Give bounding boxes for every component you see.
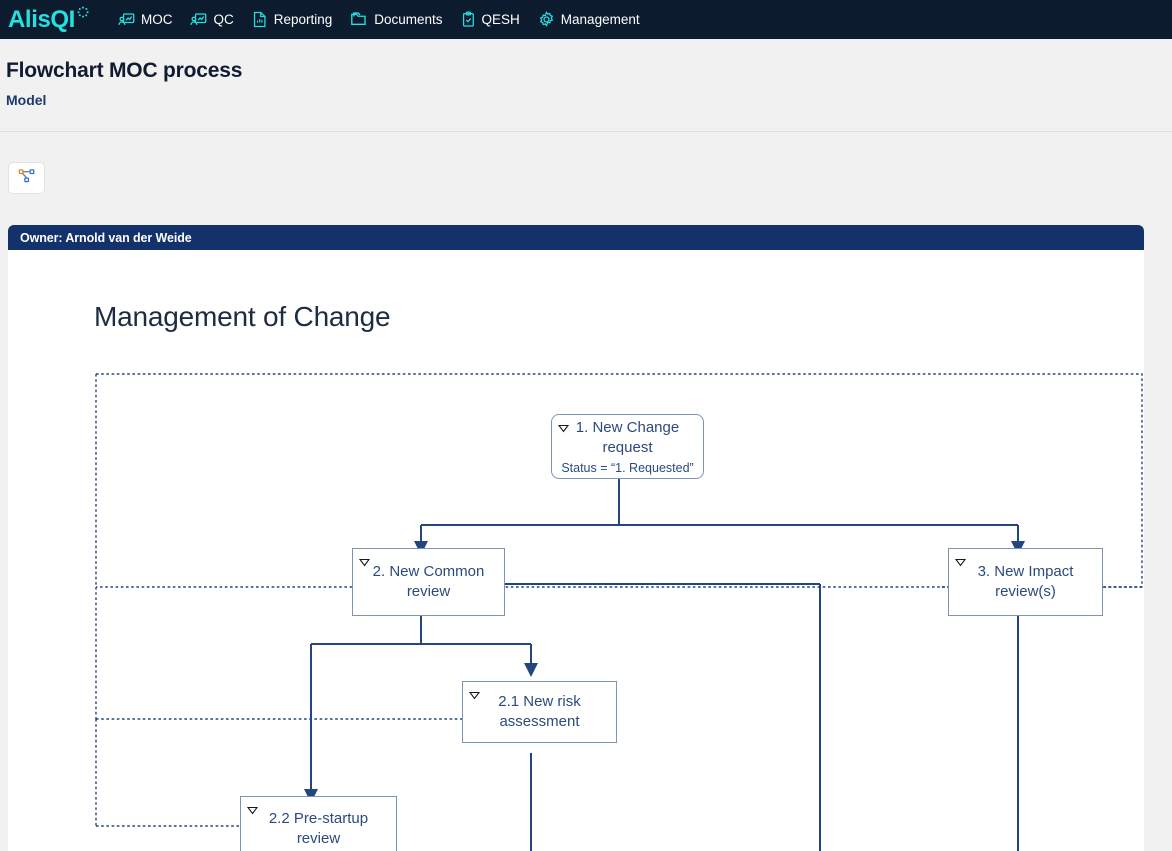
nav-label: MOC bbox=[140, 11, 173, 27]
nav-label: QC bbox=[213, 11, 234, 27]
diagram-title: Management of Change bbox=[94, 301, 391, 332]
nav-item-qc[interactable]: QC bbox=[190, 11, 234, 28]
user-chart-icon bbox=[190, 11, 207, 28]
toolbar bbox=[8, 162, 45, 194]
chevron-down-icon[interactable] bbox=[468, 686, 481, 700]
gear-icon bbox=[538, 11, 555, 28]
nav-item-reporting[interactable]: Reporting bbox=[252, 11, 333, 28]
sitemap-button[interactable] bbox=[8, 162, 45, 194]
nav-label: Documents bbox=[374, 11, 443, 27]
page-subtitle: Model bbox=[6, 92, 47, 108]
sparkle-icon bbox=[76, 6, 90, 20]
chevron-down-icon[interactable] bbox=[557, 419, 570, 433]
clipboard-check-icon bbox=[461, 11, 476, 28]
user-chart-icon bbox=[118, 11, 135, 28]
flow-node-subtitle: Status = “1. Requested” bbox=[561, 460, 694, 475]
nav-item-management[interactable]: Management bbox=[538, 11, 640, 28]
connector-lines bbox=[310, 479, 1019, 851]
alisqi-logo[interactable]: AlisQI bbox=[8, 5, 90, 33]
owner-label: Owner: Arnold van der Weide bbox=[20, 230, 192, 245]
flowchart-connectors-layer bbox=[95, 373, 1143, 851]
chevron-down-icon[interactable] bbox=[246, 801, 259, 815]
flow-node-title: 3. New Impact review(s) bbox=[977, 563, 1074, 600]
flow-node-title: 2.1 New risk assessment bbox=[498, 693, 581, 730]
flowchart-canvas[interactable]: Management of Change bbox=[8, 250, 1144, 851]
document-chart-icon bbox=[252, 11, 268, 28]
chevron-down-icon[interactable] bbox=[954, 553, 967, 567]
chevron-down-icon[interactable] bbox=[358, 553, 371, 567]
nav-label: Management bbox=[560, 11, 640, 27]
page-header: Flowchart MOC process Model bbox=[0, 39, 1172, 132]
flow-node-1-new-change-request[interactable]: 1. New Change request Status = “1. Reque… bbox=[551, 414, 704, 479]
nav-item-moc[interactable]: MOC bbox=[118, 11, 173, 28]
nav-label: Reporting bbox=[273, 11, 333, 27]
flow-node-title: 2.2 Pre-startup review bbox=[268, 809, 369, 847]
sitemap-icon bbox=[18, 167, 36, 190]
brand-text: AlisQI bbox=[8, 5, 75, 33]
page-title: Flowchart MOC process bbox=[6, 59, 243, 82]
nav-item-documents[interactable]: Documents bbox=[350, 11, 443, 28]
flow-node-title: 2. New Common review bbox=[372, 563, 485, 600]
nav-label: QESH bbox=[481, 11, 520, 27]
flow-node-2-2-pre-startup-review[interactable]: 2.2 Pre-startup review bbox=[240, 796, 397, 851]
flow-node-2-new-common-review[interactable]: 2. New Common review bbox=[352, 548, 505, 616]
flow-node-3-new-impact-reviews[interactable]: 3. New Impact review(s) bbox=[948, 548, 1103, 616]
nav-item-qesh[interactable]: QESH bbox=[461, 11, 520, 28]
owner-bar: Owner: Arnold van der Weide bbox=[8, 225, 1144, 250]
flowchart-card: Owner: Arnold van der Weide Management o… bbox=[8, 225, 1144, 851]
flow-node-title: 1. New Change request bbox=[575, 418, 680, 456]
top-navigation-bar: AlisQI bbox=[0, 0, 1172, 39]
flow-node-2-1-new-risk-assessment[interactable]: 2.1 New risk assessment bbox=[462, 681, 617, 743]
folder-icon bbox=[350, 11, 368, 28]
